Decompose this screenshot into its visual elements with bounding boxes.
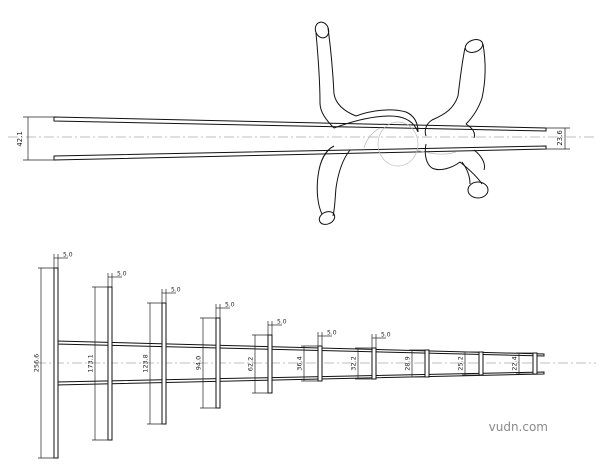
element-length-label: 25.2 bbox=[457, 356, 465, 370]
element-length-label: 173.1 bbox=[87, 354, 95, 373]
right-dim-label: 23.6 bbox=[556, 130, 564, 146]
element-7: 32.2 5.0 bbox=[350, 332, 391, 380]
element-8: 28.9 bbox=[404, 349, 430, 378]
element-spacing-label: 5.0 bbox=[381, 332, 391, 339]
element-2: 173.1 5.0 bbox=[87, 271, 127, 441]
element-rod bbox=[161, 302, 167, 425]
element-length-label: 256.6 bbox=[33, 354, 41, 373]
element-length-label: 123.8 bbox=[142, 354, 150, 373]
element-rod bbox=[478, 351, 484, 376]
side-boom-lower bbox=[55, 371, 545, 386]
element-5: 62.2 5.0 bbox=[247, 319, 287, 394]
side-view: 256.65.0173.15.0123.85.094.05.062.25.036… bbox=[33, 252, 596, 459]
element-spacing-label: 5.0 bbox=[277, 319, 287, 326]
element-group: 256.65.0173.15.0123.85.094.05.062.25.036… bbox=[33, 252, 538, 459]
element-4: 94.0 5.0 bbox=[195, 302, 235, 409]
element-9: 25.2 bbox=[457, 351, 484, 376]
element-3: 123.8 5.0 bbox=[142, 287, 181, 425]
element-length-label: 62.2 bbox=[247, 357, 255, 371]
top-view: 42.1 23.6 bbox=[8, 21, 596, 225]
element-rod bbox=[107, 286, 113, 441]
element-length-label: 36.4 bbox=[296, 356, 304, 370]
element-1: 256.6 5.0 bbox=[33, 252, 73, 459]
element-rod bbox=[532, 352, 538, 375]
element-length-label: 32.2 bbox=[350, 356, 358, 370]
element-rod bbox=[371, 347, 377, 380]
element-spacing-label: 5.0 bbox=[225, 302, 235, 309]
top-rod-upper bbox=[53, 116, 547, 132]
watermark: vudn.com bbox=[488, 420, 548, 434]
element-rod bbox=[215, 317, 221, 409]
side-boom-upper bbox=[55, 340, 545, 357]
element-rod bbox=[53, 267, 59, 459]
element-10: 22.4 bbox=[511, 352, 538, 375]
element-rod bbox=[424, 349, 430, 378]
element-spacing-label: 5.0 bbox=[171, 287, 181, 294]
hand-figure bbox=[314, 21, 489, 225]
element-rod bbox=[267, 334, 273, 394]
element-6: 36.4 5.0 bbox=[296, 330, 337, 382]
element-spacing-label: 5.0 bbox=[117, 271, 127, 278]
element-spacing-label: 5.0 bbox=[327, 330, 337, 337]
element-length-label: 22.4 bbox=[511, 356, 519, 370]
left-dim-label: 42.1 bbox=[16, 131, 24, 147]
element-length-label: 94.0 bbox=[195, 356, 203, 370]
element-spacing-label: 5.0 bbox=[63, 252, 73, 259]
element-length-label: 28.9 bbox=[404, 356, 412, 370]
element-rod bbox=[317, 345, 323, 382]
top-rod-lower bbox=[53, 145, 547, 161]
